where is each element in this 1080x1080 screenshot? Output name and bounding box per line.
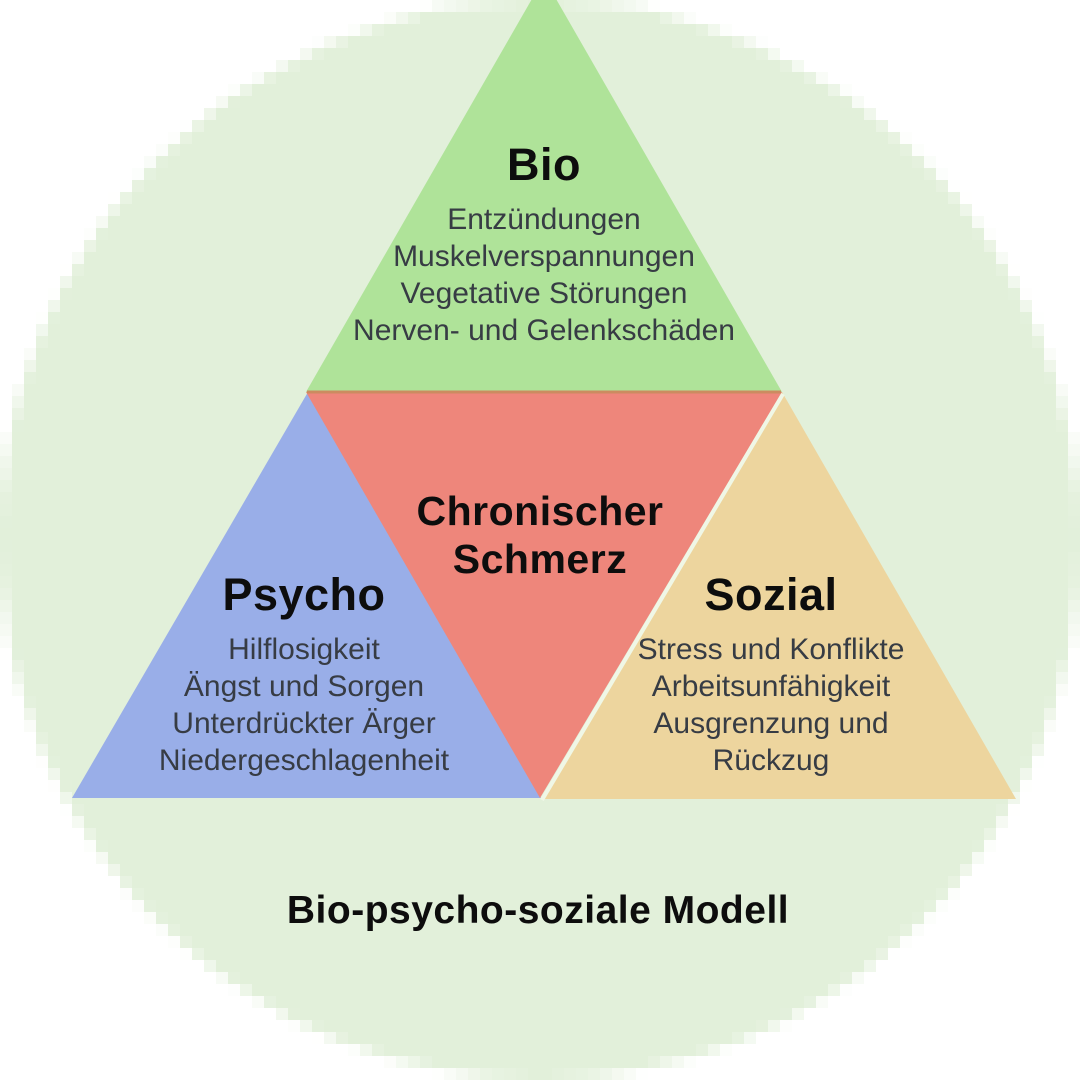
list-item: Hilflosigkeit — [228, 633, 380, 666]
sozial-title: Sozial — [704, 569, 838, 620]
list-item: Entzündungen — [447, 203, 641, 236]
list-item: Ängst und Sorgen — [183, 670, 425, 703]
schmerz-triangle — [306, 392, 782, 798]
bio-triangle — [306, 0, 782, 392]
section-sozial: Sozial Stress und Konflikte Arbeitsunfäh… — [626, 568, 916, 779]
list-item: Ausgrenzung und Rückzug — [653, 707, 889, 777]
psycho-title: Psycho — [222, 569, 386, 620]
list-item: Nerven- und Gelenkschäden — [353, 314, 735, 347]
psycho-triangle — [72, 392, 541, 798]
section-schmerz: Chronischer Schmerz — [375, 487, 705, 583]
diagram-caption: Bio-psycho-soziale Modell — [286, 889, 790, 932]
sozial-triangle — [541, 392, 1016, 799]
section-bio: Bio Entzündungen Muskelverspannungen Veg… — [284, 138, 804, 349]
list-item: Vegetative Störungen — [400, 277, 688, 310]
bio-title: Bio — [507, 139, 581, 190]
psycho-items: Hilflosigkeit Ängst und Sorgen Unterdrüc… — [134, 631, 474, 779]
divider-schmerz-sozial — [540, 392, 785, 802]
list-item: Muskelverspannungen — [393, 240, 695, 273]
list-item: Stress und Konflikte — [637, 633, 905, 666]
list-item: Niedergeschlagenheit — [158, 744, 450, 777]
list-item: Arbeitsunfähigkeit — [651, 670, 891, 703]
section-psycho: Psycho Hilflosigkeit Ängst und Sorgen Un… — [134, 568, 474, 779]
schmerz-title: Chronischer Schmerz — [416, 488, 664, 582]
list-item: Unterdrückter Ärger — [172, 707, 436, 740]
bio-items: Entzündungen Muskelverspannungen Vegetat… — [284, 201, 804, 349]
sozial-items: Stress und Konflikte Arbeitsunfähigkeit … — [626, 631, 916, 779]
